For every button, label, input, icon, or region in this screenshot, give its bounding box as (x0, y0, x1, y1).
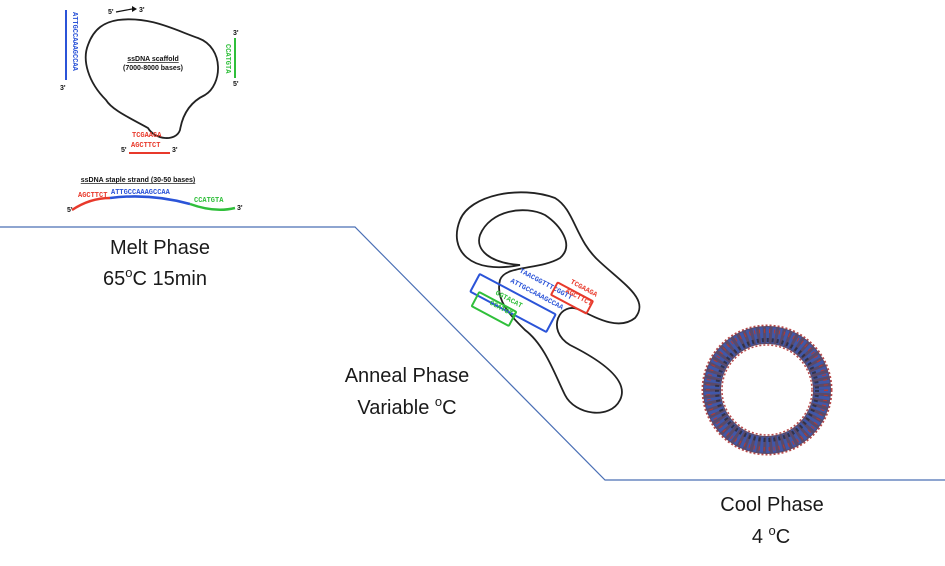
scaffold-red-sequence-top: TCGAAGA (132, 132, 162, 140)
staple-title: ssDNA staple strand (30-50 bases) (81, 177, 196, 184)
scaffold-blue-sequence: ATTGCCAAAGCCAA (70, 12, 78, 72)
scaffold-red-sequence-bottom: AGCTTCT (131, 142, 160, 150)
scaffold-top-end-3: 3' (139, 7, 145, 14)
anneal-phase-title: Anneal Phase (345, 365, 470, 387)
melt-phase-title: Melt Phase (110, 237, 210, 259)
scaffold-green-end-5: 5' (233, 81, 239, 88)
staple-end-3: 3' (237, 205, 243, 212)
ssdna-scaffold-schematic: ATTGCCAAAGCCAA 3' 5' 3' CCATGTA 3' 5' ss… (60, 6, 239, 154)
scaffold-blue-end: 3' (60, 85, 66, 92)
scaffold-top-end-5: 5' (108, 9, 114, 16)
temperature-profile-line (0, 226, 945, 481)
ssdna-staple-strand: ssDNA staple strand (30-50 bases) 5' 3' … (67, 177, 243, 214)
scaffold-red-end-3: 3' (172, 147, 178, 154)
staple-red-sequence: AGCTTCT (78, 192, 107, 200)
staple-green-segment (189, 202, 236, 212)
scaffold-green-sequence: CCATGTA (223, 44, 231, 74)
ring-texture-dark (715, 338, 819, 442)
anneal-phase-temp: Variable oC (357, 394, 456, 419)
ring-texture-blue (704, 327, 830, 453)
scaffold-red-end-5: 5' (121, 147, 127, 154)
scaffold-loop (84, 18, 219, 139)
staple-green-sequence: CCATGTA (194, 197, 224, 205)
cool-phase-temp: 4 oC (752, 523, 790, 548)
staple-end-5: 5' (67, 207, 73, 214)
staple-blue-sequence: ATTGCCAAAGCCAA (111, 189, 171, 197)
scaffold-green-end-3: 3' (233, 30, 239, 37)
annealed-green-duplex (471, 291, 517, 327)
ring-texture-red (706, 329, 828, 451)
scaffold-direction-arrow (115, 8, 133, 13)
annealing-scaffold-structure: TAACGGTTTCGGTT ATTGCCAAAGCCAA TCGAAGA AG… (455, 191, 641, 414)
ring-inner-edge (721, 344, 813, 436)
cool-phase-title: Cool Phase (720, 494, 823, 516)
melt-phase-temp: 65oC 15min (103, 265, 207, 290)
annealing-scaffold-loop (455, 191, 641, 414)
arrowhead-icon (132, 6, 137, 12)
scaffold-title: ssDNA scaffold (127, 56, 178, 63)
scaffold-size: (7000-8000 bases) (123, 65, 183, 72)
dna-origami-ring (701, 324, 833, 456)
annealed-blue-duplex (469, 273, 557, 333)
annealed-red-duplex (550, 281, 594, 315)
staple-red-segment (71, 196, 111, 212)
staple-blue-segment (109, 195, 191, 206)
